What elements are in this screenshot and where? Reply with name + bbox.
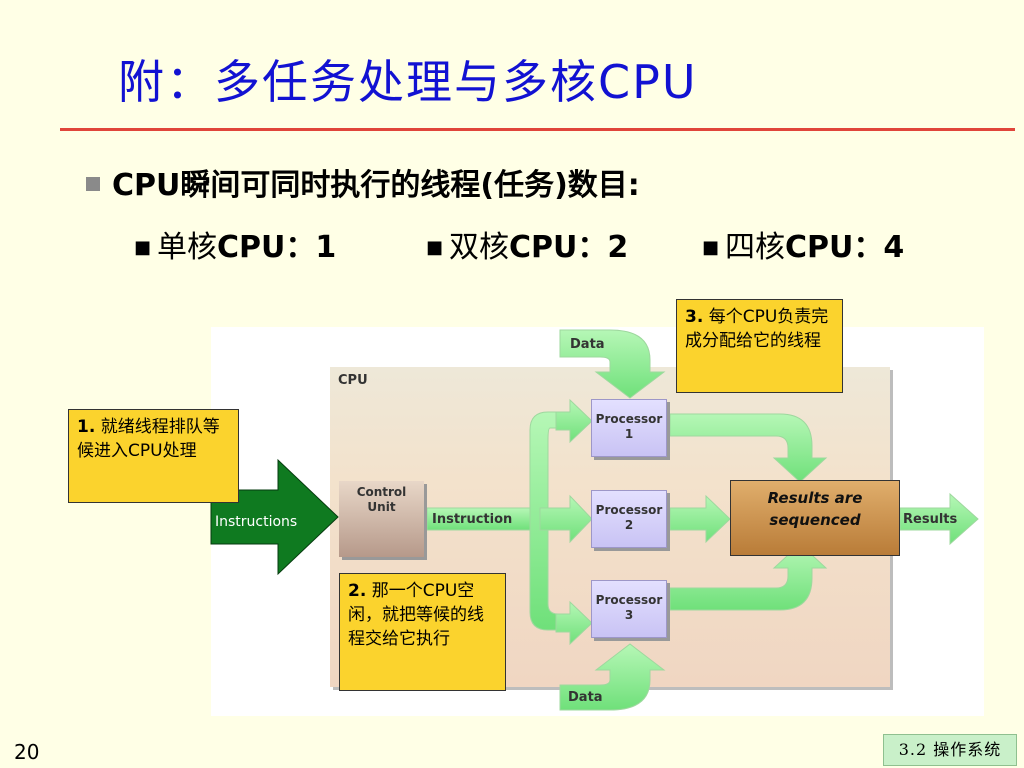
note-2-text: 那一个CPU空闲，就把等候的线程交给它执行 — [348, 581, 484, 649]
control-unit-line1: Control — [356, 485, 407, 499]
instructions-input-arrow — [210, 458, 339, 576]
note-3-number: 3. — [685, 307, 704, 327]
note-3-text: 每个CPU负责完成分配给它的线程 — [685, 307, 829, 351]
processor-1-number: 1 — [624, 427, 634, 441]
note-idle-cpu: 2. 那一个CPU空闲，就把等候的线程交给它执行 — [339, 573, 506, 691]
results-output-arrow — [899, 492, 979, 546]
processor-1: Processor 1 — [591, 399, 667, 457]
processor-1-output-arrow — [669, 413, 828, 483]
slide-title: 附：多任务处理与多核CPU — [118, 55, 698, 109]
bullet-main-text: CPU瞬间可同时执行的线程(任务)数目: — [112, 168, 640, 203]
note-each-cpu: 3. 每个CPU负责完成分配给它的线程 — [676, 299, 843, 393]
processor-3-output-arrow — [669, 543, 828, 611]
processor-3-name: Processor — [595, 593, 663, 607]
to-processor-1-arrow — [555, 398, 593, 444]
title-divider — [60, 128, 1015, 131]
processor-2: Processor 2 — [591, 490, 667, 548]
bullet-small-square-icon: ■ — [134, 237, 152, 258]
control-unit-line2: Unit — [367, 500, 396, 514]
results-sequencer-line1: Results are — [767, 489, 863, 507]
data-bottom-label: Data — [568, 690, 603, 705]
bullet-single-core: ■单核CPU：1 — [134, 222, 336, 266]
bullet-main: CPU瞬间可同时执行的线程(任务)数目: — [86, 160, 640, 204]
note-1-number: 1. — [77, 417, 96, 437]
dual-core-label: 双核 — [449, 230, 510, 265]
single-core-label: 单核 — [157, 230, 218, 265]
instructions-label: Instructions — [215, 514, 298, 530]
to-processor-3-arrow — [555, 600, 593, 646]
dual-core-value: CPU：2 — [509, 230, 629, 265]
to-processor-2-arrow — [539, 494, 593, 544]
bullet-dual-core: ■双核CPU：2 — [426, 222, 628, 266]
quad-core-value: CPU：4 — [785, 230, 905, 265]
processor-2-output-arrow — [669, 494, 731, 544]
processor-2-name: Processor — [595, 503, 663, 517]
bullet-small-square-icon: ■ — [426, 237, 444, 258]
instruction-label: Instruction — [432, 512, 513, 527]
section-tag[interactable]: 3.2 操作系统 — [883, 734, 1017, 766]
single-core-value: CPU：1 — [217, 230, 337, 265]
processor-3-number: 3 — [624, 608, 634, 622]
results-sequencer: Results are sequenced — [730, 480, 900, 556]
note-2-number: 2. — [348, 581, 367, 601]
results-label: Results — [903, 512, 958, 527]
note-1-text: 就绪线程排队等候进入CPU处理 — [77, 417, 220, 461]
processor-2-number: 2 — [624, 518, 634, 532]
data-top-label: Data — [570, 337, 605, 352]
results-sequencer-line2: sequenced — [769, 511, 861, 529]
note-ready-queue: 1. 就绪线程排队等候进入CPU处理 — [68, 409, 239, 503]
bullet-square-icon — [86, 176, 100, 191]
data-bottom-arrow — [559, 643, 666, 711]
processor-3: Processor 3 — [591, 580, 667, 638]
bullet-quad-core: ■四核CPU：4 — [702, 222, 904, 266]
processor-1-name: Processor — [595, 412, 663, 426]
cpu-label: CPU — [338, 373, 368, 388]
bullet-small-square-icon: ■ — [702, 237, 720, 258]
page-number: 20 — [14, 740, 40, 764]
quad-core-label: 四核 — [725, 230, 786, 265]
data-top-arrow — [559, 329, 666, 399]
control-unit: Control Unit — [339, 481, 424, 557]
